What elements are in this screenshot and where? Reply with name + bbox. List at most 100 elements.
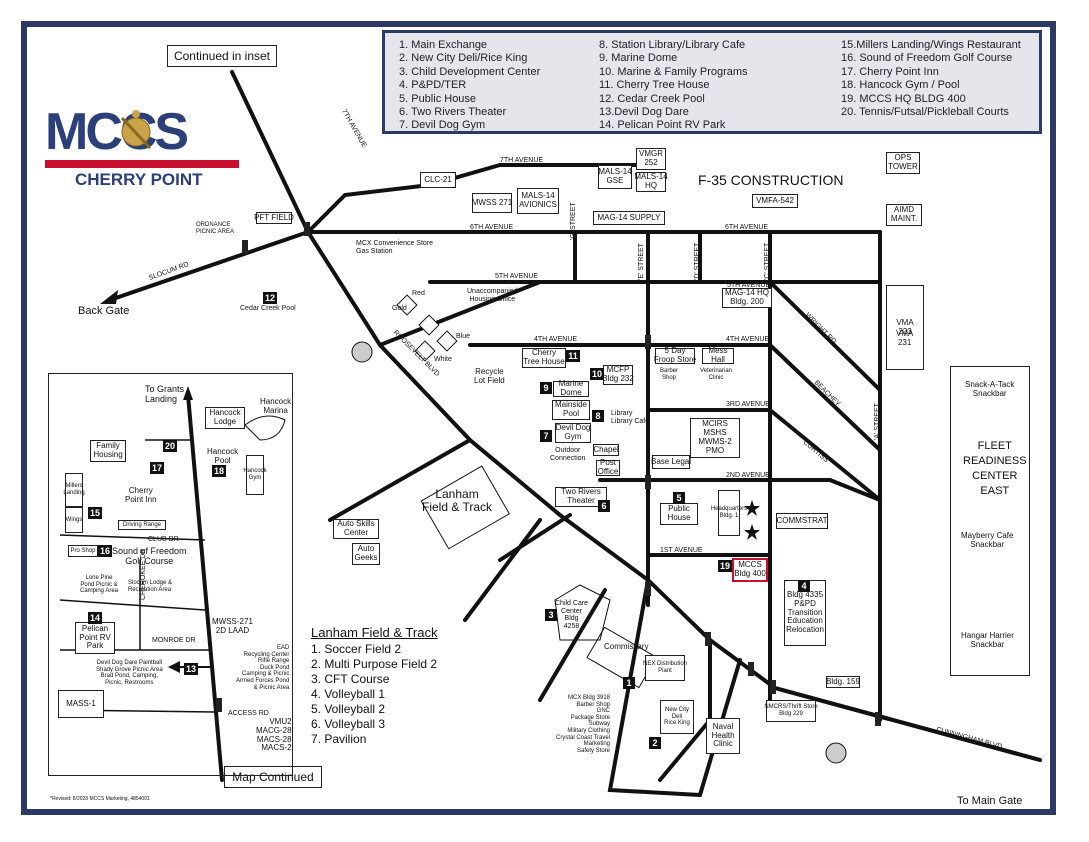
mals14-gse: MALS-14 GSE bbox=[598, 165, 632, 189]
marker-15[interactable]: 15 bbox=[88, 507, 102, 519]
main-exchange-services: MCX Bldg 3918 Barber Shop GNC Package St… bbox=[556, 695, 611, 754]
legend-col-1: 1. Main Exchange 2. New City Deli/Rice K… bbox=[399, 39, 540, 133]
marker-16[interactable]: 16 bbox=[98, 545, 112, 557]
marker-12[interactable]: 12 bbox=[263, 292, 277, 304]
grants-arrow bbox=[183, 386, 193, 400]
map-continued-label: Map Continued bbox=[224, 766, 322, 788]
legend-col-2: 8. Station Library/Library Cafe 9. Marin… bbox=[599, 39, 748, 133]
street-6th-ave-b: 6TH AVENUE bbox=[725, 224, 769, 231]
child-care-center: Child Care Center Bldg 4258 bbox=[555, 600, 589, 631]
legend-item: 4. P&PD/TER bbox=[399, 79, 467, 92]
street-g: 'G' STREET bbox=[570, 202, 577, 240]
star-icon bbox=[744, 500, 760, 516]
five-day-store: 5 Day Froop Store bbox=[653, 346, 697, 364]
street-5th-ave-b: 5TH AVENUE bbox=[727, 282, 771, 289]
f35-construction-label: F-35 CONSTRUCTION bbox=[698, 172, 844, 188]
court-red: Red bbox=[412, 290, 425, 297]
hancock-gym: Hancock Gym bbox=[243, 455, 267, 495]
auto-geeks: Auto Geeks bbox=[352, 543, 380, 565]
cherry-point-inn: Cherry Point Inn bbox=[125, 486, 157, 504]
mals14-hq: MALS-14 HQ bbox=[634, 172, 668, 192]
inset-map bbox=[48, 373, 293, 776]
pelican-point: Pelican Point RV Park bbox=[75, 622, 115, 654]
two-rivers-theater: Two Rivers Theater bbox=[555, 487, 607, 507]
legend-item: 10. Marine & Family Programs bbox=[599, 65, 748, 78]
marker-1[interactable]: 1 bbox=[623, 677, 635, 689]
marker-8[interactable]: 8 bbox=[592, 410, 604, 422]
marker-6[interactable]: 6 bbox=[598, 500, 610, 512]
lanham-key-title: Lanham Field & Track bbox=[311, 625, 438, 640]
devil-dog-gym: Devil Dog Gym bbox=[555, 423, 591, 443]
mwss271: MWSS 271 bbox=[472, 193, 512, 213]
court-blue: Blue bbox=[456, 333, 471, 340]
road-crossland bbox=[378, 280, 542, 347]
ordnance-area: ORDNANCE PICNIC AREA bbox=[196, 222, 235, 235]
auto-skills-center: Auto Skills Center bbox=[333, 519, 379, 539]
marker-5[interactable]: 5 bbox=[673, 492, 685, 504]
marker-20[interactable]: 20 bbox=[163, 440, 177, 452]
road-wright bbox=[768, 280, 882, 392]
bldg-159: Bldg. 159 bbox=[826, 676, 860, 688]
legend-item: 8. Station Library/Library Cafe bbox=[599, 39, 746, 51]
vmu2-macg: VMU2 MACG-28 MACS-28 MACS-2 bbox=[256, 717, 292, 753]
marker-11[interactable]: 11 bbox=[566, 350, 580, 362]
street-4th-ave-b: 4TH AVENUE bbox=[726, 336, 770, 343]
vmgr252: VMGR 252 bbox=[636, 148, 666, 170]
road-roosevelt bbox=[306, 230, 1042, 762]
rr-crossing-icon bbox=[351, 341, 373, 363]
lanham-key: Lanham Field & Track 1. Soccer Field 2 2… bbox=[311, 625, 437, 747]
road-jones bbox=[463, 518, 542, 622]
street-6th-ave: 6TH AVENUE bbox=[470, 224, 514, 231]
vet-clinic: Veterinarian Clinic bbox=[700, 368, 733, 381]
marine-dome: Marine Dome bbox=[553, 379, 589, 397]
lanham-item: 7. Pavilion bbox=[311, 732, 367, 746]
road-inset-main bbox=[186, 393, 224, 782]
mccs-hq: MCCS Bldg 400 bbox=[732, 558, 768, 582]
to-main-gate-label: To Main Gate bbox=[957, 795, 1023, 807]
clc21: CLC-21 bbox=[420, 172, 456, 188]
mcirs-pmo: MCIRS MSHS MWMS-2 PMO bbox=[690, 418, 740, 458]
logo-subtitle: CHERRY POINT bbox=[75, 170, 203, 189]
hancock-marina: Hancock Marina bbox=[260, 397, 292, 415]
lanham-field bbox=[420, 465, 510, 550]
legend-item: 9. Marine Dome bbox=[599, 52, 678, 65]
mass-1: MASS-1 bbox=[58, 690, 104, 718]
continued-in-inset-label: Continued in inset bbox=[167, 45, 277, 67]
lanham-item: 6. Volleyball 3 bbox=[311, 717, 386, 731]
marker-9[interactable]: 9 bbox=[540, 382, 552, 394]
hancock-lodge: Hancock Lodge bbox=[205, 407, 245, 429]
marker-13[interactable]: 13 bbox=[184, 663, 198, 675]
logo-letters: MCCS bbox=[45, 103, 189, 161]
pft-field: PFT FIELD bbox=[254, 212, 294, 224]
marker-10[interactable]: 10 bbox=[590, 368, 604, 380]
barber-shop: Barber Shop bbox=[660, 368, 679, 381]
marker-18[interactable]: 18 bbox=[212, 465, 226, 477]
marker-19[interactable]: 19 bbox=[718, 560, 732, 572]
mcfp: MCFP Bldg 232 bbox=[602, 365, 634, 385]
unaccompanied-housing: Unaccompanied Housing Office bbox=[467, 288, 518, 303]
street-1st-ave: 1ST AVENUE bbox=[660, 547, 703, 554]
marker-3[interactable]: 3 bbox=[545, 609, 557, 621]
road-langley bbox=[768, 343, 882, 452]
chapel: Chapel bbox=[593, 444, 619, 456]
headquarters-bldg1: Headquarters Bldg. 1 bbox=[711, 490, 747, 536]
marker-2[interactable]: 2 bbox=[649, 737, 661, 749]
street-d: 'D' STREET bbox=[694, 242, 701, 280]
road-diag-to-2nd bbox=[828, 478, 882, 502]
dare-arrow bbox=[168, 661, 180, 673]
street-7th-ave: 7TH AVENUE bbox=[500, 157, 544, 164]
road-beachey bbox=[768, 408, 882, 502]
marker-4[interactable]: 4 bbox=[798, 580, 810, 592]
new-city-deli: New City Deli Rice King bbox=[660, 700, 694, 734]
wings: Wings bbox=[65, 507, 83, 533]
marker-14[interactable]: 14 bbox=[88, 612, 102, 624]
flightline-panel: Snack-A-Tack Snackbar FLEET READINESS CE… bbox=[950, 366, 1030, 676]
devil-dog-dare-area: Devil Dog Dare Paintball Shady Grove Pic… bbox=[96, 660, 163, 686]
street-club-dr: CLUB DR bbox=[148, 536, 179, 543]
back-gate-arrow bbox=[100, 290, 118, 304]
public-house: Public House bbox=[660, 503, 698, 525]
marker-17[interactable]: 17 bbox=[150, 462, 164, 474]
marker-7[interactable]: 7 bbox=[540, 430, 552, 442]
pro-shop: Pro Shop bbox=[68, 545, 98, 557]
